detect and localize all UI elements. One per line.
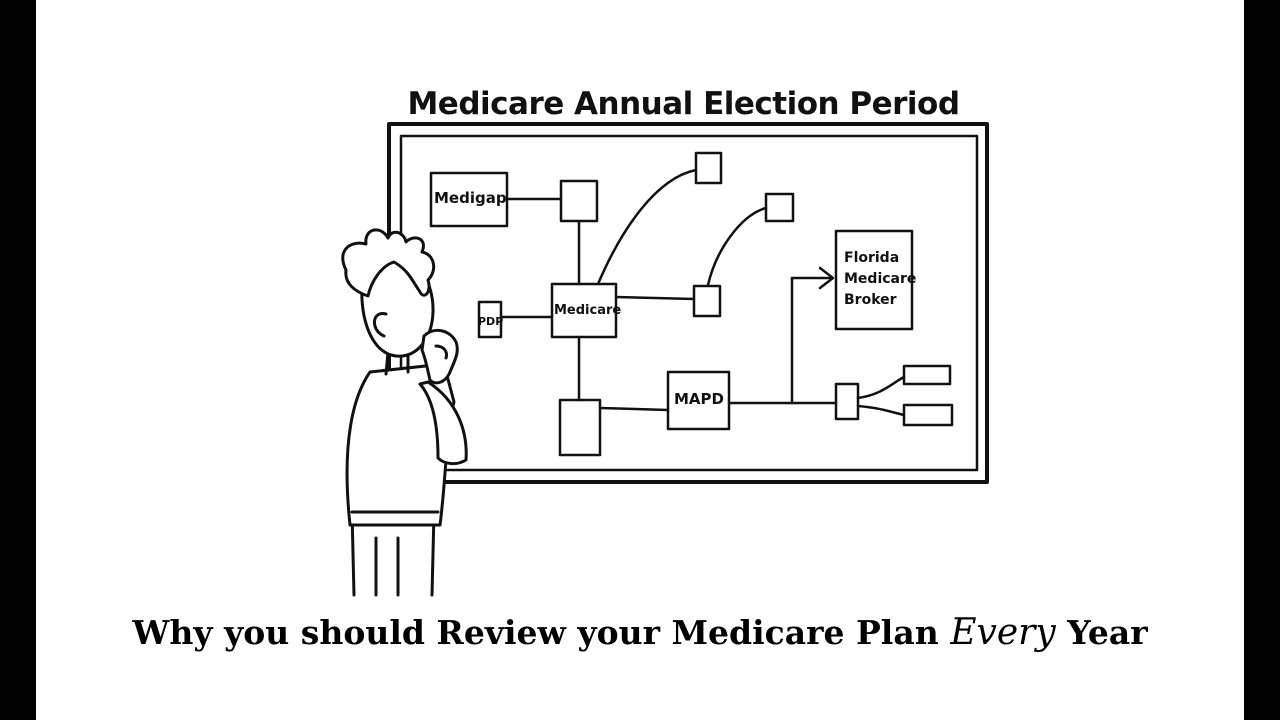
medicare-label: Medicare bbox=[554, 303, 622, 318]
diagram-empty-box bbox=[902, 364, 952, 386]
medicare-box bbox=[550, 282, 618, 339]
diagram-empty-box bbox=[559, 179, 599, 223]
whiteboard-illustration bbox=[341, 122, 989, 597]
diagram-empty-box bbox=[558, 398, 602, 457]
medigap-box bbox=[429, 171, 509, 228]
thinking-man-figure bbox=[341, 228, 468, 597]
mapd-label: MAPD bbox=[674, 390, 724, 408]
broker-label-line-2: Medicare bbox=[844, 271, 917, 287]
broker-label-line-1: Florida bbox=[844, 250, 900, 266]
pdp-box bbox=[477, 300, 503, 339]
caption-text: Why you should Review your Medicare Plan bbox=[132, 613, 939, 652]
diagram-empty-box bbox=[694, 151, 723, 185]
broker-box bbox=[834, 229, 914, 331]
caption-text-end: Year bbox=[1067, 613, 1148, 652]
diagram-empty-box bbox=[692, 284, 722, 318]
board-title: Medicare Annual Election Period bbox=[407, 86, 960, 122]
broker-label-line-3: Broker bbox=[844, 292, 897, 308]
video-frame: Medicare Annual Election Period Medigap … bbox=[36, 0, 1244, 720]
diagram-connectors bbox=[499, 168, 906, 417]
pdp-label: PDP bbox=[478, 315, 504, 328]
medigap-label: Medigap bbox=[434, 189, 507, 207]
diagram-empty-box bbox=[902, 403, 954, 427]
diagram-empty-box bbox=[764, 192, 795, 223]
diagram-empty-box bbox=[834, 382, 860, 421]
video-caption: Why you should Review your Medicare Plan… bbox=[36, 612, 1244, 653]
mapd-box bbox=[666, 370, 731, 431]
caption-emphasis: Every bbox=[950, 612, 1056, 653]
